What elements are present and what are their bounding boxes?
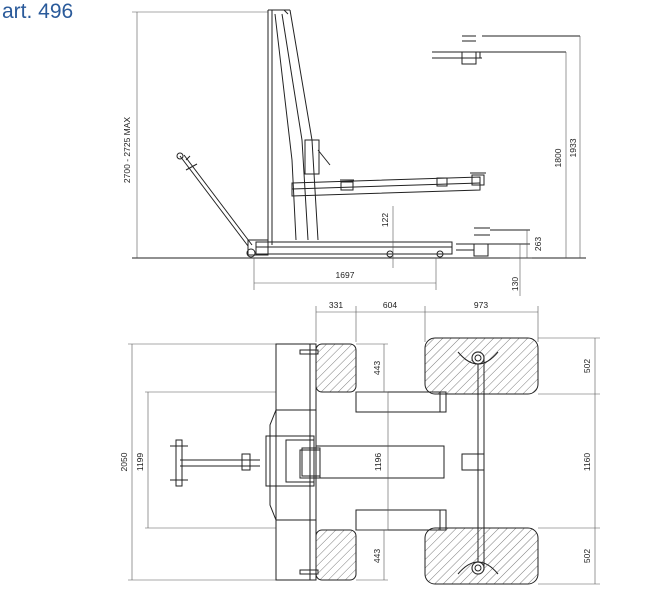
height-range-label: 2700 - 2725 MAX	[122, 117, 132, 183]
mast	[267, 9, 331, 245]
top-dim-3: 973	[474, 300, 488, 310]
base-frame-top	[265, 343, 321, 581]
top-dim-2: 604	[383, 300, 397, 310]
side-view: 2700 - 2725 MAX	[122, 9, 586, 296]
pad-depth-top-label: 443	[372, 361, 382, 375]
length-label: 1697	[336, 270, 355, 280]
page-title: art. 496	[2, 0, 74, 23]
base-frame	[246, 239, 453, 258]
lift-pad-bottom	[315, 529, 357, 581]
ground-clearance-label: 122	[380, 213, 390, 227]
wheel-pad-top	[424, 337, 539, 395]
lift-pad-top	[315, 343, 357, 393]
wheel-bottom-label: 502	[582, 549, 592, 563]
tiller-handle	[176, 152, 253, 247]
top-height-label: 1933	[568, 138, 578, 157]
center-width-label: 1196	[373, 453, 383, 472]
top-view: 331 604 973 2050 1199	[119, 300, 600, 585]
arm-height-label: 1800	[553, 148, 563, 167]
wheel-pad-bottom	[424, 527, 539, 585]
inner-width-label: 1199	[135, 453, 145, 472]
overall-width-label: 2050	[119, 452, 129, 471]
min-pad-height-label: 130	[510, 277, 520, 291]
lift-arm	[291, 172, 486, 197]
wheel-span-label: 1160	[582, 453, 592, 472]
tiller-top	[170, 439, 260, 487]
lifted-pad-top	[432, 35, 580, 65]
pad-depth-bottom-label: 443	[372, 549, 382, 563]
wheel-top-label: 502	[582, 359, 592, 373]
lower-pad	[456, 227, 530, 257]
top-dim-1: 331	[329, 300, 343, 310]
low-pad-height-label: 263	[533, 237, 543, 251]
